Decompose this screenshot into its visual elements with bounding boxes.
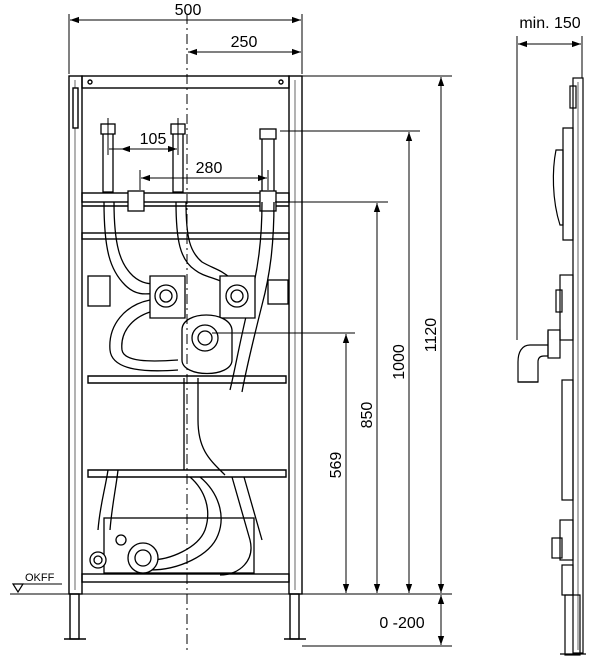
dim-height-outlet: 850 [359, 402, 376, 429]
dim-height-frame: 1120 [423, 318, 440, 353]
dim-height-drain: 569 [328, 452, 345, 479]
dim-width-total: 500 [175, 2, 202, 19]
dim-height-supply: 1000 [391, 344, 408, 380]
floor-level-label: OKFF [25, 572, 55, 584]
dimension-lines [10, 14, 583, 647]
dim-width-half: 250 [231, 34, 258, 51]
drain-pipe [89, 378, 263, 576]
side-view [517, 77, 586, 656]
dim-pipe-outer: 280 [196, 160, 223, 177]
dim-leg-adjust: 0 -200 [379, 615, 424, 632]
dim-pipe-inner: 105 [140, 131, 167, 148]
floor-level-marker: OKFF [11, 572, 62, 594]
valve-fittings [87, 275, 289, 375]
dim-min-depth: min. 150 [519, 15, 580, 32]
